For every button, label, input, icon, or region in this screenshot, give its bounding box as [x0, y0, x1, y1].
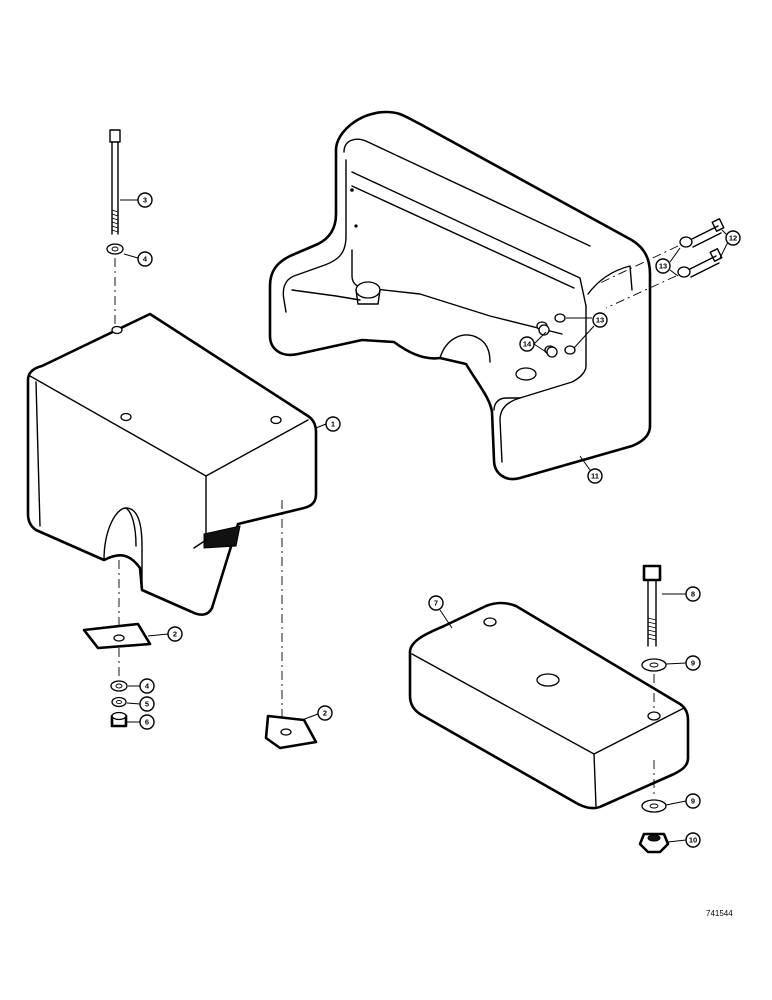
callout-9-upper: 9: [691, 659, 695, 668]
long-bolt-part-3: [106, 129, 124, 326]
rear-nuts-part-14: [538, 324, 558, 358]
flat-weight-part-7: [408, 601, 690, 810]
callout-11: 11: [591, 472, 599, 481]
callout-14: 14: [523, 340, 532, 349]
callout-7: 7: [434, 599, 438, 608]
rear-bolts-part-12: [597, 218, 725, 309]
callout-1: 1: [331, 420, 335, 429]
callout-10: 10: [689, 836, 697, 845]
callout-12: 12: [729, 234, 737, 243]
rear-counterweight-part-11: [268, 110, 652, 481]
callout-13-rear: 13: [659, 262, 667, 271]
callout-4-top: 4: [143, 255, 148, 264]
callout-3-bubble: [137, 192, 153, 208]
callout-2-right: 2: [323, 709, 327, 718]
bolt-part-8: [638, 564, 670, 854]
callouts: 3 4 1 2 4 5 6 2 7 8: [120, 192, 741, 848]
callout-3: 3: [143, 196, 147, 205]
callout-9-lower: 9: [691, 797, 695, 806]
plate-part-2-right: [264, 500, 318, 750]
callout-5: 5: [145, 700, 149, 709]
figure-reference-number: 741544: [706, 909, 733, 918]
callout-8: 8: [691, 590, 695, 599]
callout-4-lower: 4: [145, 682, 150, 691]
callout-2-left: 2: [173, 630, 177, 639]
callout-13-side: 13: [596, 316, 604, 325]
front-weight-part-1: [26, 312, 318, 616]
callout-6: 6: [145, 718, 149, 727]
plate-part-2-left: [82, 560, 152, 728]
